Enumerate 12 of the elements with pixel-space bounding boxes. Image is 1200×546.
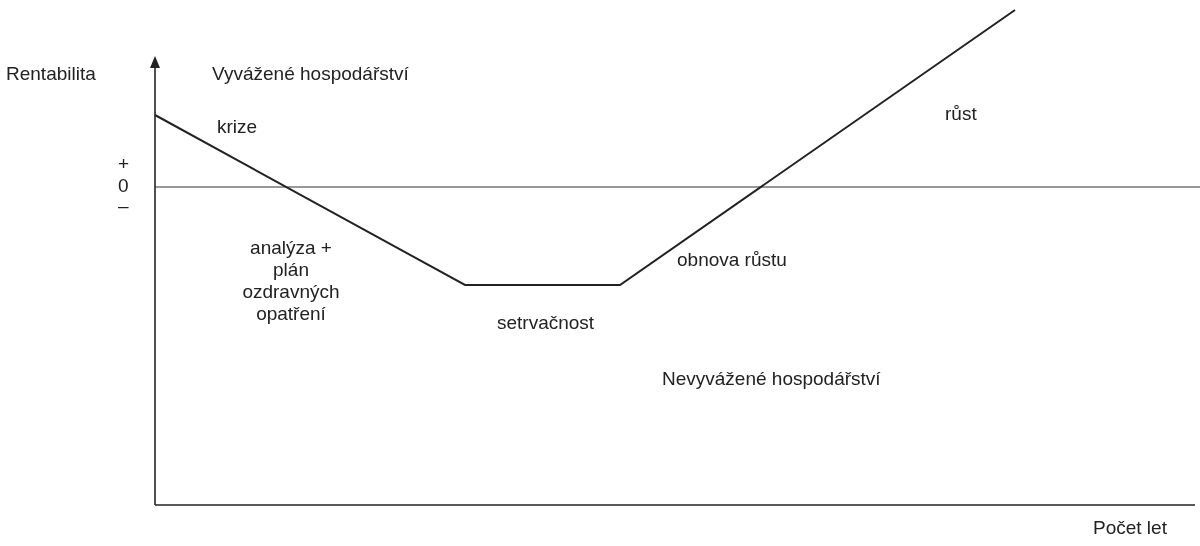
sign-label: 0 xyxy=(118,175,129,197)
phase-label: obnova růstu xyxy=(677,249,787,271)
region-label: Vyvážené hospodářství xyxy=(212,63,409,85)
phase-label: analýza + plán ozdravných opatření xyxy=(241,237,341,325)
phase-label: setrvačnost xyxy=(497,312,595,334)
phase-label: krize xyxy=(217,116,258,138)
region-label: Nevyvážené hospodářství xyxy=(662,368,881,390)
sign-label: – xyxy=(118,195,129,217)
sign-label: + xyxy=(118,153,130,175)
axis-label: Rentabilita xyxy=(6,63,96,85)
phase-label: růst xyxy=(945,103,977,125)
axis-label: Počet let xyxy=(1093,517,1167,539)
